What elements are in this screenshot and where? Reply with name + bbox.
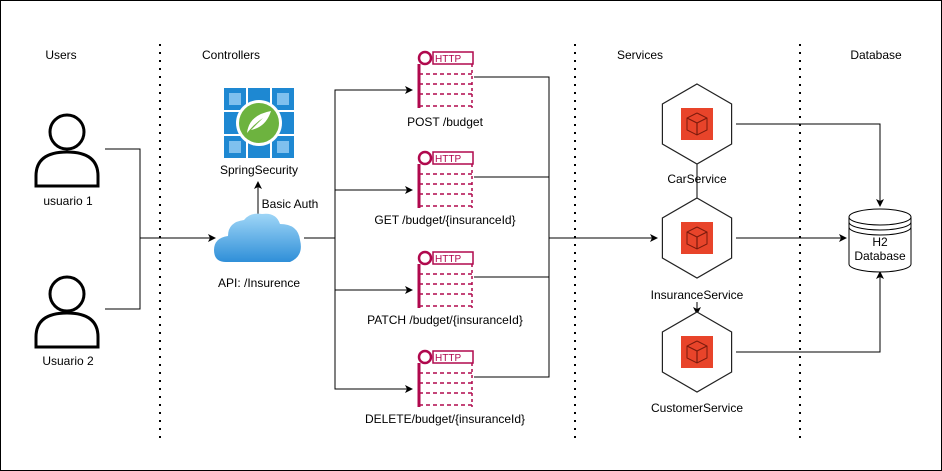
user-icon — [34, 113, 100, 188]
edge-to-post — [334, 86, 413, 238]
user-label: usuario 1 — [43, 194, 93, 208]
database-icon — [848, 208, 912, 273]
edge-user2 — [105, 238, 141, 310]
database-label: H2 Database — [854, 235, 905, 263]
http-endpoint-icon: HTTP — [417, 349, 474, 407]
http-endpoint-icon: HTTP — [417, 250, 474, 308]
service-icon — [661, 311, 733, 393]
endpoint-label: DELETE/budget/{insuranceId} — [364, 412, 526, 426]
user-label: Usuario 2 — [42, 354, 94, 368]
http-endpoints: HTTP HTTP HTTP HTTP — [417, 50, 474, 407]
edge-customer-db — [736, 271, 884, 353]
api-cloud-icon — [214, 213, 301, 262]
user-icon — [34, 275, 100, 349]
column-header-users: Users — [45, 48, 77, 62]
service-label: InsuranceService — [650, 288, 744, 302]
spring-security-label: SpringSecurity — [219, 163, 299, 177]
basic-auth-label: Basic Auth — [261, 197, 319, 211]
http-endpoint-icon: HTTP — [417, 50, 474, 108]
service-label: CustomerService — [650, 401, 744, 415]
service-icons — [661, 83, 733, 393]
http-badge: HTTP — [435, 353, 461, 364]
service-label: CarService — [667, 172, 727, 186]
endpoint-label: GET /budget/{insuranceId} — [374, 213, 516, 227]
endpoint-label: PATCH /budget/{insuranceId} — [367, 313, 523, 327]
edge-car-db — [736, 123, 884, 207]
database-label-line2: Database — [854, 249, 906, 263]
edge-endpoints-bus — [474, 76, 550, 378]
spring-security-icon — [224, 88, 294, 158]
column-header-services: Services — [616, 48, 664, 62]
edge-to-delete — [334, 290, 413, 393]
edge-to-patch — [334, 238, 413, 294]
service-icon — [661, 83, 733, 165]
http-badge: HTTP — [435, 154, 461, 165]
endpoint-label: POST /budget — [407, 115, 483, 129]
column-header-controllers: Controllers — [201, 48, 261, 62]
api-label: API: /Insurence — [217, 276, 301, 290]
column-header-database: Database — [850, 48, 902, 62]
edge-user1 — [105, 148, 141, 238]
http-badge: HTTP — [435, 54, 461, 65]
http-badge: HTTP — [435, 254, 461, 265]
database-label-line1: H2 — [872, 235, 888, 249]
service-icon — [661, 197, 733, 279]
http-endpoint-icon: HTTP — [417, 150, 474, 208]
connectors — [105, 76, 884, 393]
